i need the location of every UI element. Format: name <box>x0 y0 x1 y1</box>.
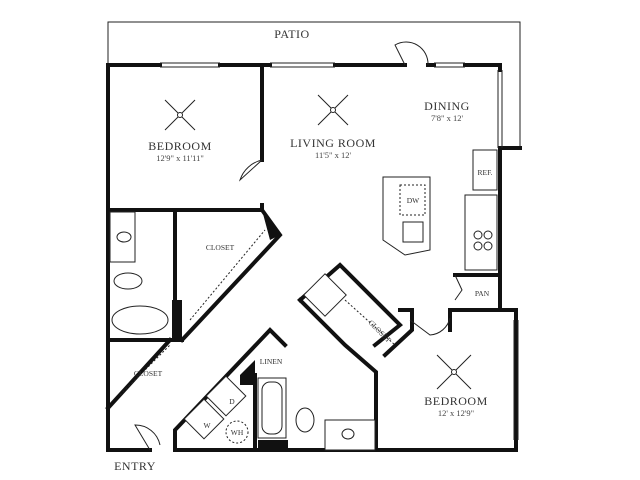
toilet-icon <box>295 407 315 433</box>
dining-dimensions: 7'8" x 12' <box>431 113 464 123</box>
bathtub-icon <box>111 305 169 335</box>
bedroom-2-label: BEDROOM <box>424 394 488 408</box>
dishwasher-label: DW <box>407 196 420 205</box>
interior-walls <box>105 63 502 452</box>
refrigerator-label: REF. <box>477 168 492 177</box>
bath-fixtures <box>109 211 376 451</box>
patio-outline <box>107 21 521 149</box>
closet-label: CLOSET <box>134 369 163 378</box>
pantry-label: PAN <box>475 289 490 298</box>
dryer <box>205 375 247 417</box>
linen-label: LINEN <box>260 357 283 366</box>
patio-label: PATIO <box>274 27 309 41</box>
kitchen-island <box>382 149 498 271</box>
ceiling-fan-icon <box>317 94 349 126</box>
entry-label: ENTRY <box>114 459 156 473</box>
toilet-icon <box>113 272 143 290</box>
bedroom-2-dimensions: 12' x 12'9" <box>438 408 474 418</box>
closet-label: CLOSET <box>206 243 235 252</box>
bedroom-1-dimensions: 12'9" x 11'11" <box>156 153 204 163</box>
dryer-label: D <box>229 397 235 406</box>
washer-label: W <box>203 421 211 430</box>
closet-rods <box>119 229 396 396</box>
living-room-dimensions: 11'5" x 12' <box>315 150 351 160</box>
water-heater <box>225 420 249 444</box>
living-room-label: LIVING ROOM <box>290 136 376 150</box>
ceiling-fan-icon <box>436 354 472 390</box>
bedroom-1-label: BEDROOM <box>148 139 212 153</box>
dining-label: DINING <box>424 99 470 113</box>
ceiling-fan-icon <box>164 99 196 131</box>
doors <box>134 41 463 451</box>
refrigerator <box>472 149 498 191</box>
water-heater-label: WH <box>231 428 244 437</box>
washer <box>183 398 225 440</box>
